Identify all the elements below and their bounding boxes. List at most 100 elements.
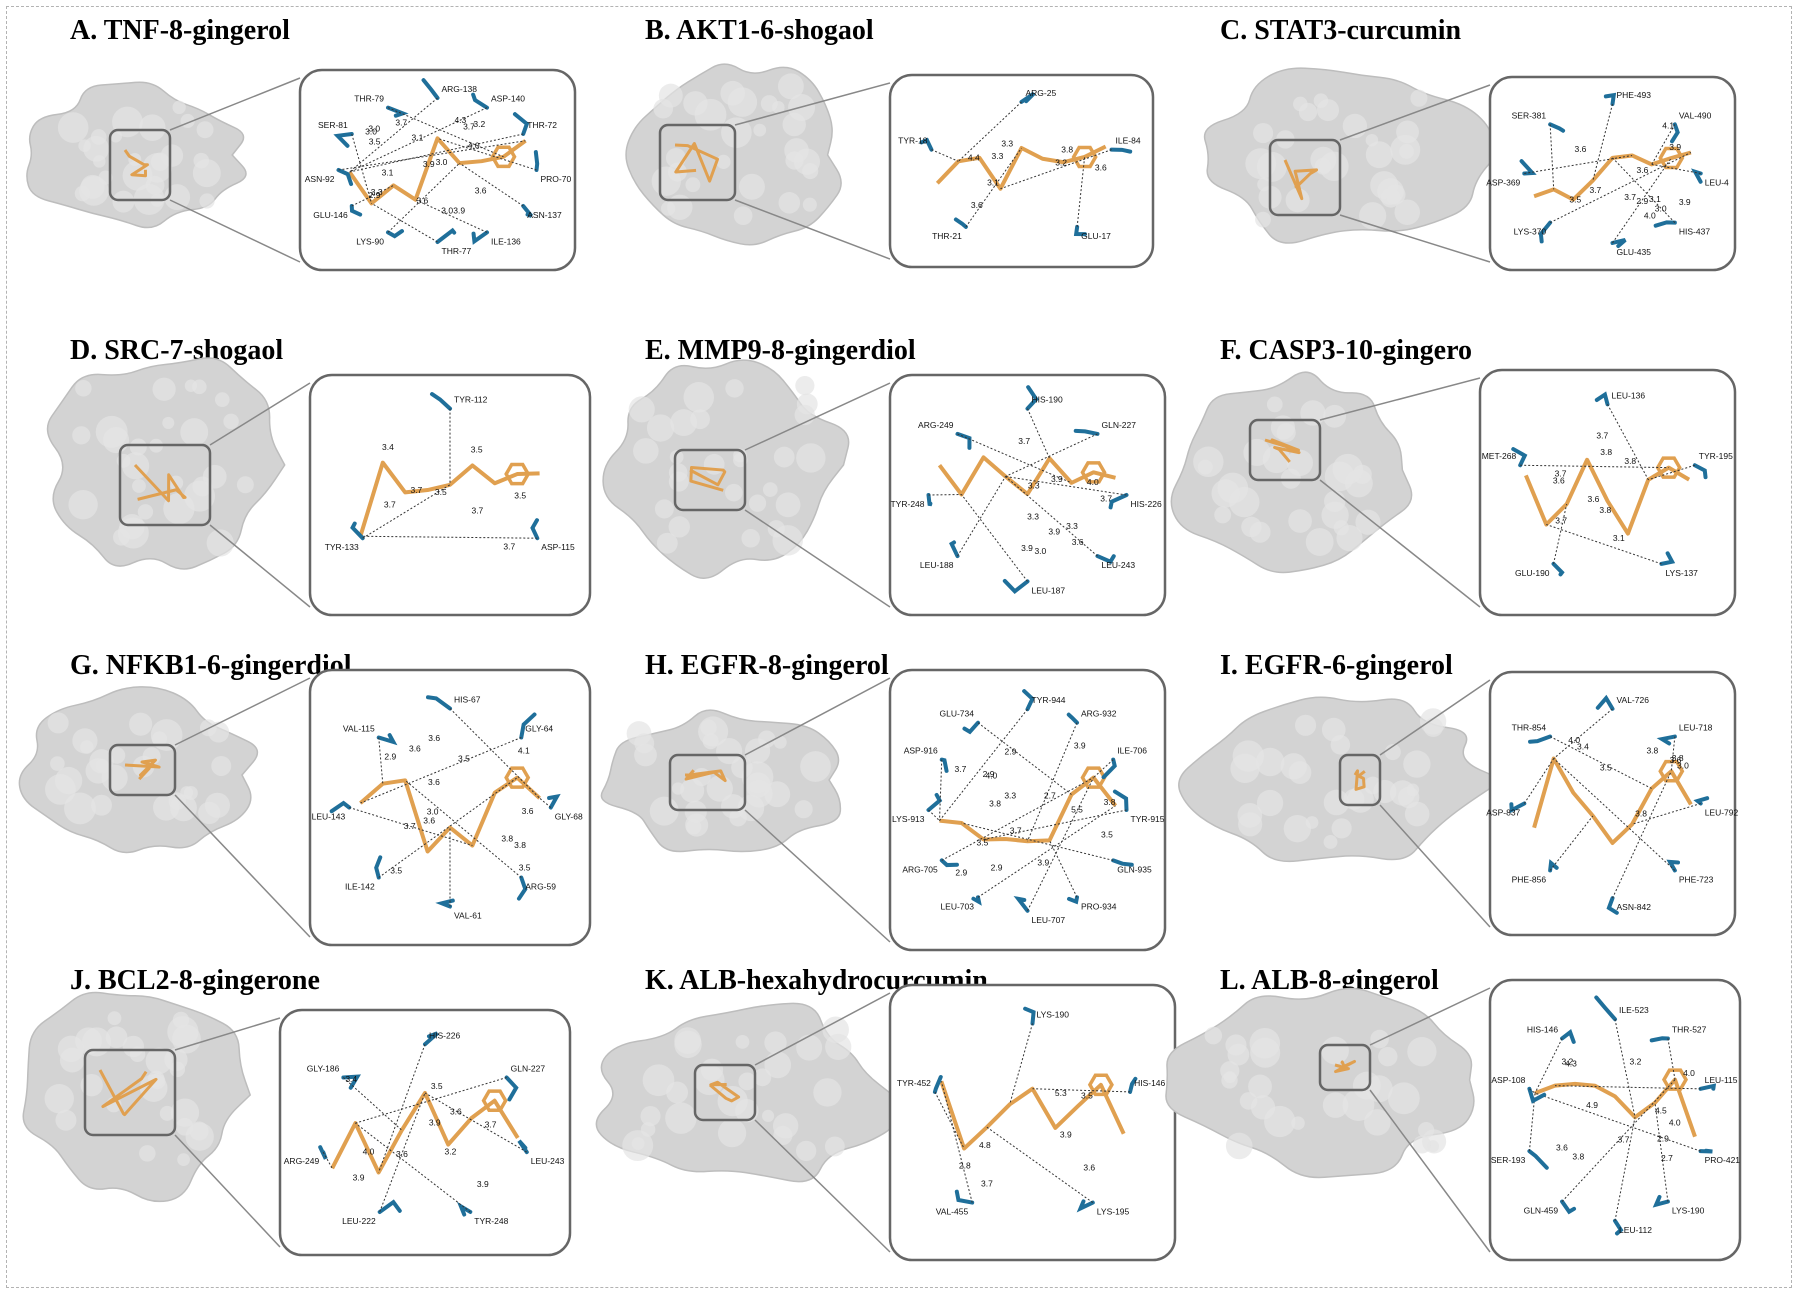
distance-label: 3.6 — [396, 1149, 408, 1159]
residue-stick — [926, 792, 943, 812]
residue-stick — [1659, 551, 1676, 566]
distance-label: 4.0 — [1683, 1068, 1695, 1078]
residue-stick — [504, 1075, 519, 1102]
surface-bump — [189, 1121, 209, 1141]
distance-label: 3.8 — [989, 799, 1001, 809]
interaction-line — [459, 162, 524, 207]
residue-stick — [435, 227, 457, 244]
residue-stick — [376, 733, 398, 746]
docking-figure: ILE-523THR-527LEU-115PRO-421LYS-190LEU-1… — [1165, 978, 1742, 1262]
residue-label: TYR-944 — [1032, 695, 1066, 705]
interaction-line — [957, 433, 1072, 484]
ligand-ring — [1658, 146, 1685, 170]
surface-bump — [761, 1109, 775, 1122]
distance-label: 3.9 — [1051, 474, 1063, 484]
distance-label: 3.7 — [471, 506, 483, 516]
residue-label: ARG-25 — [1026, 88, 1057, 98]
interaction-line — [349, 807, 473, 846]
distance-label: 3.7 — [503, 541, 515, 551]
zoom-line — [1379, 679, 1491, 756]
residue-label: LEU-143 — [312, 812, 346, 822]
ligand-miniature — [133, 463, 187, 503]
distance-label: 3.3 — [1066, 521, 1078, 531]
zoom-line — [174, 1134, 281, 1248]
surface-bump — [773, 446, 795, 468]
residue-label: ILE-523 — [1619, 1005, 1649, 1015]
surface-bump — [1232, 740, 1265, 772]
residue-stick — [1022, 689, 1035, 712]
residue-stick — [318, 1145, 328, 1160]
distance-label: 3.3 — [1001, 139, 1013, 149]
distance-label: 3.2 — [473, 119, 485, 129]
interaction-line — [1554, 1085, 1701, 1090]
interaction-line — [1553, 758, 1676, 871]
residue-stick — [1551, 561, 1565, 577]
interaction-inset — [308, 668, 592, 947]
residue-stick — [1653, 220, 1677, 228]
surface-bump — [800, 751, 831, 782]
residue-stick — [1613, 1218, 1624, 1236]
surface-bump — [192, 379, 207, 395]
surface-bump — [139, 1074, 168, 1102]
surface-bump — [656, 532, 678, 554]
ligand-ring — [504, 462, 531, 486]
residue-stick — [421, 78, 440, 100]
surface-bump — [1241, 516, 1262, 538]
ligand-ring — [1661, 1068, 1689, 1091]
interaction-line — [378, 1044, 426, 1173]
distance-label: 3.0 — [1655, 204, 1667, 214]
binding-site-box — [108, 128, 172, 202]
residue-label: VAL-726 — [1617, 695, 1650, 705]
distance-label: 4.3 — [454, 115, 466, 125]
interaction-line — [1546, 524, 1662, 565]
residue-label: HIS-146 — [1527, 1024, 1558, 1034]
surface-bump — [1197, 459, 1213, 475]
residue-stick — [350, 521, 365, 541]
surface-bump — [1283, 814, 1312, 843]
distance-label: 3.7 — [1624, 192, 1636, 202]
surface-bump — [1288, 509, 1312, 533]
distance-label: 3.5 — [431, 1081, 443, 1091]
interaction-line — [1612, 770, 1672, 899]
surface-bump — [720, 80, 746, 106]
residue-label: HIS-67 — [454, 695, 481, 705]
distance-label: 3.3 — [1004, 791, 1016, 801]
surface-bump — [670, 409, 698, 437]
surface-bump — [101, 764, 128, 791]
distance-label: 3.4 — [382, 442, 394, 452]
interaction-line — [343, 1077, 403, 1131]
zoom-line — [169, 199, 301, 263]
distance-label: 5.3 — [1055, 1088, 1067, 1098]
distance-label: 3.9 — [353, 1173, 365, 1183]
residue-stick — [1656, 734, 1677, 746]
distance-label: 3.7 — [485, 1119, 497, 1129]
surface-bump — [665, 1102, 697, 1134]
binding-site-box — [83, 1048, 177, 1137]
surface-bump — [725, 379, 744, 398]
binding-site-box — [1338, 753, 1382, 807]
residue-label: LEU-243 — [1102, 560, 1136, 570]
surface-bump — [105, 1026, 128, 1049]
distance-label: 4.5 — [1655, 1106, 1667, 1116]
surface-bump — [159, 1105, 175, 1121]
surface-bump — [1336, 525, 1363, 552]
interaction-line — [965, 147, 1022, 228]
surface-bump — [1280, 753, 1307, 780]
surface-bump — [172, 100, 186, 115]
zoom-line — [744, 677, 891, 756]
ligand-miniature — [674, 142, 720, 183]
surface-bump — [1285, 188, 1310, 213]
zoom-line — [1339, 84, 1491, 141]
distance-label: 3.0 — [436, 157, 448, 167]
residue-stick — [1594, 391, 1610, 407]
distance-label: 3.8 — [1600, 447, 1612, 457]
residue-stick — [1527, 1086, 1547, 1104]
residue-stick — [1595, 694, 1615, 711]
distance-label: 4.0 — [468, 140, 480, 150]
distance-label: 3.1 — [1613, 533, 1625, 543]
binding-site-box — [118, 443, 212, 527]
residue-stick — [519, 712, 537, 740]
interaction-line — [360, 737, 522, 804]
